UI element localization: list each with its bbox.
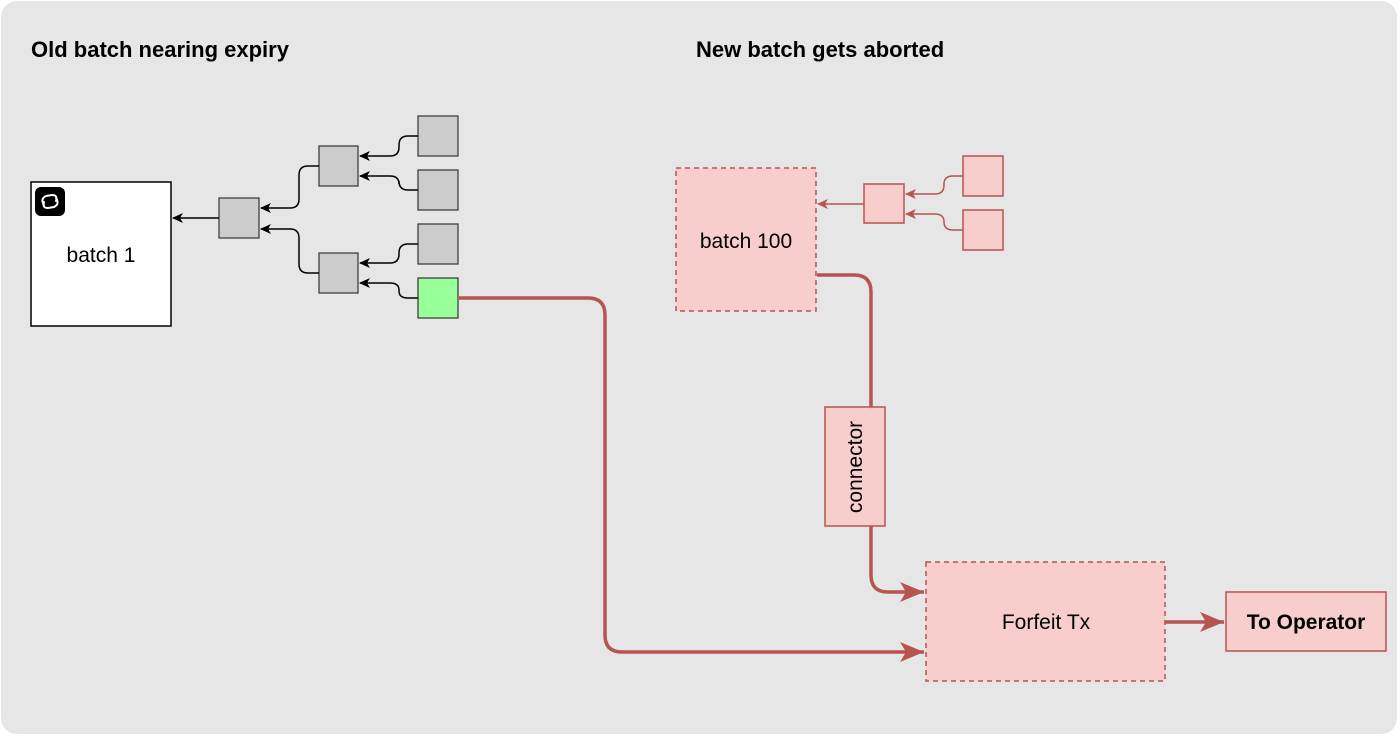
tree-leaf-3 bbox=[417, 223, 459, 265]
tree-node-root bbox=[218, 197, 260, 239]
connector-node: connector bbox=[824, 406, 886, 527]
edge-connector-to-forfeit bbox=[869, 526, 924, 602]
to-operator-label: To Operator bbox=[1247, 611, 1366, 634]
tree-leaf-highlighted bbox=[417, 277, 459, 319]
edge-green-leaf-to-forfeit bbox=[459, 296, 924, 662]
aborted-tree-leaf-2 bbox=[962, 209, 1004, 251]
tree-node-mid-top bbox=[318, 145, 359, 187]
forfeit-flows bbox=[459, 273, 1224, 662]
heading-new-batch: New batch gets aborted bbox=[696, 37, 945, 62]
edge-batch100-to-connector bbox=[817, 273, 873, 407]
aborted-tree-edges bbox=[817, 175, 963, 231]
aborted-tree-node-mid bbox=[863, 183, 905, 224]
to-operator-node: To Operator bbox=[1225, 591, 1387, 652]
edge-leaf4-to-midbottom bbox=[359, 278, 418, 299]
batch-100-label: batch 100 bbox=[700, 230, 792, 253]
edge-aborted-leaf1-to-mid bbox=[905, 175, 963, 199]
edge-midbottom-to-root bbox=[260, 224, 319, 274]
edge-leaf1-to-midtop bbox=[359, 135, 418, 161]
forfeit-tx-node: Forfeit Tx bbox=[925, 561, 1166, 682]
tree-edges bbox=[172, 135, 418, 299]
heading-old-batch: Old batch nearing expiry bbox=[31, 37, 289, 62]
link-icon bbox=[35, 187, 65, 216]
edge-leaf3-to-midbottom bbox=[359, 243, 418, 268]
batch-100-node: batch 100 bbox=[675, 167, 817, 312]
batch-1-label: batch 1 bbox=[67, 244, 136, 267]
edge-leaf2-to-midtop bbox=[359, 171, 418, 191]
forfeit-tx-label: Forfeit Tx bbox=[1002, 611, 1091, 634]
edge-aborted-leaf2-to-mid bbox=[905, 209, 963, 231]
tree-leaf-2 bbox=[417, 169, 459, 211]
edge-midtop-to-root bbox=[260, 165, 319, 213]
tree-leaf-1 bbox=[417, 115, 459, 157]
tree-node-mid-bottom bbox=[318, 252, 359, 294]
connector-label: connector bbox=[844, 421, 867, 513]
aborted-tree-leaf-1 bbox=[962, 155, 1004, 197]
